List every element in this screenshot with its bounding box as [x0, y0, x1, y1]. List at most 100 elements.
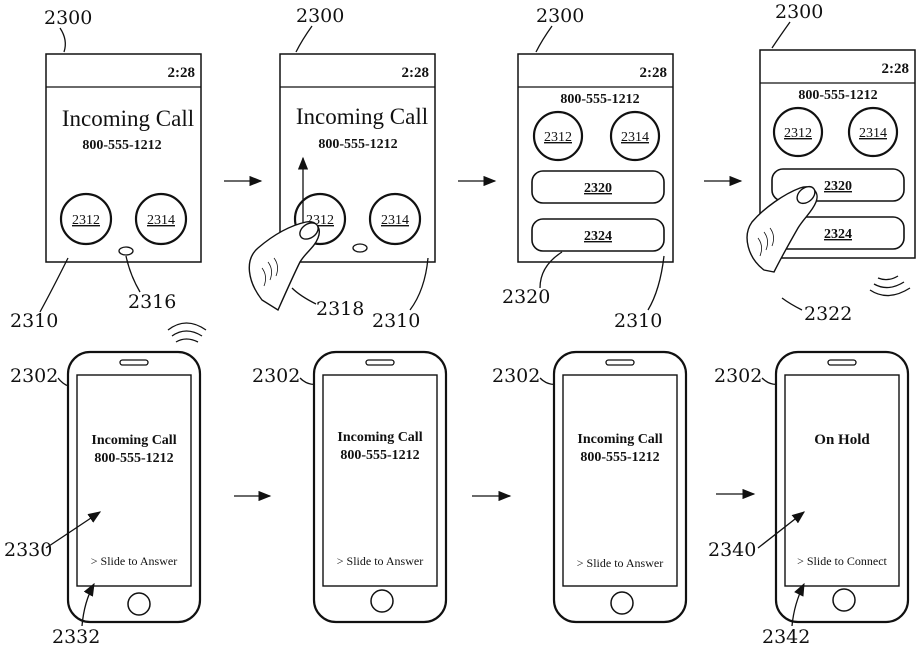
- phone-4-home-button[interactable]: [832, 588, 856, 612]
- phone-2-line2: 800-555-1212: [340, 448, 419, 463]
- callout-2316-leader: [125, 255, 141, 293]
- panel-4-time: 2:28: [882, 61, 910, 77]
- panel-3-pill-2324[interactable]: [531, 218, 665, 252]
- phone-3-home-button[interactable]: [610, 591, 634, 615]
- panel-1-ref-label: 2300: [44, 7, 92, 29]
- panel-1-time: 2:28: [168, 65, 196, 81]
- phone-2-screen: [322, 374, 438, 587]
- panel-3-number: 800-555-1212: [560, 92, 639, 107]
- callout-2330: 2330: [4, 539, 52, 561]
- panel-2-decline-label: 2314: [381, 213, 409, 228]
- panel-4-answer-button[interactable]: [772, 106, 824, 158]
- panel-2-number: 800-555-1212: [318, 137, 397, 152]
- panel-3-pill-2320-label: 2320: [584, 181, 612, 196]
- finger-2-icon: [746, 185, 818, 273]
- phone-3-ref-label: 2302: [492, 365, 540, 387]
- phone-2-home-button[interactable]: [370, 589, 394, 613]
- phone-2-speaker: [365, 359, 395, 366]
- watch-panel-3: 2300 2:28 800-555-1212 2312 2314 2320 23…: [517, 5, 674, 263]
- phone-1-ref-label: 2302: [10, 365, 58, 387]
- panel-1-number: 800-555-1212: [82, 138, 161, 153]
- callout-2318-leader: [291, 287, 317, 305]
- panel-1-answer-label: 2312: [72, 213, 100, 228]
- phone-3-line2: 800-555-1212: [580, 450, 659, 465]
- phone-4-ref-label: 2302: [714, 365, 762, 387]
- panel-4-number: 800-555-1212: [798, 88, 877, 103]
- callout-2318: 2318: [316, 298, 364, 320]
- panel-2-indicator-dot: [352, 243, 368, 253]
- callout-2316: 2316: [128, 291, 176, 313]
- callout-2310-b-leader: [409, 257, 429, 311]
- panel-1-answer-button[interactable]: [59, 192, 113, 246]
- phone-1-slide-text[interactable]: > Slide to Answer: [91, 554, 177, 568]
- phone-3-speaker: [605, 359, 635, 366]
- phone-4-line1: On Hold: [814, 432, 870, 448]
- callout-2332: 2332: [52, 626, 100, 648]
- watch-panel-4: 2300 2:28 800-555-1212 2312 2314 2320 23…: [746, 1, 916, 297]
- callout-2310-a: 2310: [10, 310, 58, 332]
- phone-2: 2302 Incoming Call 800-555-1212 > Slide …: [252, 350, 448, 624]
- callout-2310-a-leader: [39, 257, 69, 313]
- finger-1-icon: [248, 221, 320, 312]
- phone-4-screen: [784, 374, 900, 587]
- panel-3-time: 2:28: [640, 65, 668, 81]
- panel-1-decline-label: 2314: [147, 213, 175, 228]
- watch-panel-1: 2300 2:28 Incoming Call 800-555-1212 231…: [44, 7, 202, 263]
- panel-1-decline-button[interactable]: [134, 192, 188, 246]
- panel-1-indicator-dot: [118, 246, 134, 256]
- phone-2-ref-label: 2302: [252, 365, 300, 387]
- phone-1-ringing-waves-icon: [167, 322, 207, 343]
- callout-2310-c: 2310: [614, 310, 662, 332]
- phone-4-slide-text[interactable]: > Slide to Connect: [797, 554, 887, 568]
- phone-2-slide-text[interactable]: > Slide to Answer: [337, 554, 423, 568]
- callout-2322-leader: [781, 297, 803, 311]
- callout-2340-arrow: [757, 511, 806, 549]
- panel-1-leader: [59, 27, 66, 53]
- panel-4-pill-2324-label: 2324: [824, 227, 852, 242]
- panel-2-ref-label: 2300: [296, 5, 344, 27]
- panel-1-title: Incoming Call: [62, 106, 194, 131]
- phone-3-slide-text[interactable]: > Slide to Answer: [577, 556, 663, 570]
- haptic-waves-icon: [869, 275, 911, 297]
- panel-3-answer-button[interactable]: [532, 110, 584, 162]
- callout-2310-b: 2310: [372, 310, 420, 332]
- panel-2-decline-button[interactable]: [368, 192, 422, 246]
- callout-2342-arrow: [791, 582, 805, 627]
- phone-1-home-button[interactable]: [127, 592, 151, 616]
- panel-3-decline-button[interactable]: [609, 110, 661, 162]
- callout-2320-leader: [539, 251, 563, 289]
- panel-4-decline-label: 2314: [859, 126, 887, 141]
- panel-3-answer-label: 2312: [544, 130, 572, 145]
- callout-2330-arrow: [45, 511, 102, 549]
- phone-2-line1: Incoming Call: [337, 430, 422, 445]
- panel-2-leader: [295, 25, 313, 53]
- panel-2-time: 2:28: [402, 65, 430, 81]
- panel-3-pill-2320[interactable]: [531, 170, 665, 204]
- phone-1: 2302 Incoming Call 800-555-1212 > Slide …: [10, 322, 207, 624]
- callout-2320: 2320: [502, 286, 550, 308]
- panel-4-answer-label: 2312: [784, 126, 812, 141]
- panel-4-pill-2320-label: 2320: [824, 179, 852, 194]
- panel-4-decline-button[interactable]: [847, 106, 899, 158]
- panel-3-pill-2324-label: 2324: [584, 229, 612, 244]
- callout-2340: 2340: [708, 539, 756, 561]
- panel-3-leader: [535, 25, 553, 53]
- callout-2322: 2322: [804, 303, 852, 325]
- phone-3: 2302 Incoming Call 800-555-1212 > Slide …: [492, 350, 688, 624]
- panel-4-ref-label: 2300: [775, 1, 823, 23]
- phone-1-screen: [76, 374, 192, 587]
- phone-1-line2: 800-555-1212: [94, 451, 173, 466]
- phone-1-line1: Incoming Call: [91, 433, 176, 448]
- phone-3-line1: Incoming Call: [577, 432, 662, 447]
- panel-3-ref-label: 2300: [536, 5, 584, 27]
- phone-4: 2302 On Hold > Slide to Connect: [714, 350, 910, 624]
- phone-1-speaker: [119, 359, 149, 366]
- watch-panel-2: 2300 2:28 Incoming Call 800-555-1212 231…: [248, 5, 436, 312]
- panel-2-title: Incoming Call: [296, 104, 428, 129]
- phone-4-speaker: [827, 359, 857, 366]
- panel-4-leader: [771, 21, 791, 49]
- callout-2310-c-leader: [647, 255, 665, 311]
- panel-3-decline-label: 2314: [621, 130, 649, 145]
- phone-3-screen: [562, 374, 678, 587]
